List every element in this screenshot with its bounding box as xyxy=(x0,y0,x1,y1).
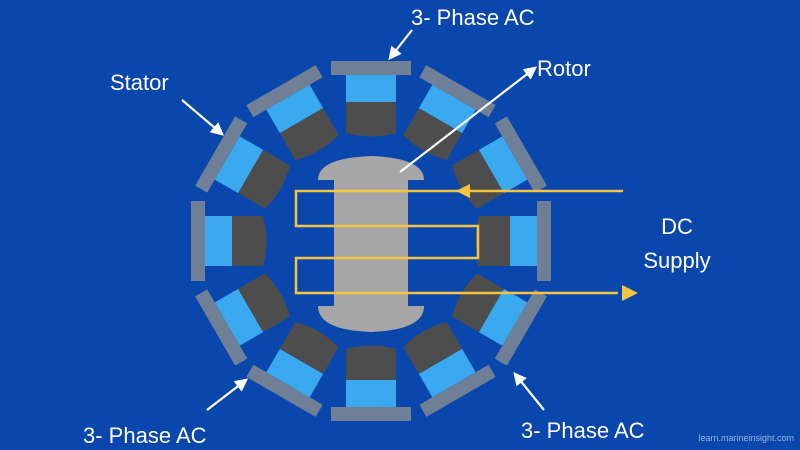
stator-frame-segment xyxy=(494,116,547,193)
stator-frame-segment xyxy=(195,289,248,366)
arrow-rotor xyxy=(399,66,538,173)
rotor-pole-bottom xyxy=(318,306,424,332)
stator-frame-segment xyxy=(419,65,496,118)
stator-pole-shoe xyxy=(238,149,290,209)
stator-pole xyxy=(191,201,267,281)
arrow-stator xyxy=(181,99,225,136)
stator-pole xyxy=(475,201,551,281)
stator-frame-segment xyxy=(537,201,551,281)
arrow-phase-top xyxy=(388,29,413,61)
rotor-pole-top xyxy=(318,156,424,180)
stator-winding xyxy=(214,136,264,194)
stator-pole-shoe xyxy=(346,345,396,380)
stator-frame-segment xyxy=(331,61,411,75)
dc-output-arrowhead xyxy=(622,285,638,301)
label-arrows xyxy=(181,29,545,411)
rotor xyxy=(318,156,424,332)
winding-loop xyxy=(294,189,618,295)
stator-winding xyxy=(346,380,396,407)
stator-pole xyxy=(246,322,339,417)
stator-winding xyxy=(418,84,476,134)
stator-pole xyxy=(403,65,496,160)
stator-winding xyxy=(510,216,537,266)
stator-winding xyxy=(478,136,528,194)
rotor-body xyxy=(334,175,408,325)
stator-pole-shoe xyxy=(232,216,267,266)
stator-winding xyxy=(346,75,396,102)
stator-frame-segment xyxy=(419,364,496,417)
stator-frame-segment xyxy=(246,65,323,118)
dc-field-winding xyxy=(294,184,638,301)
label-phase-bottom-right: 3- Phase AC xyxy=(521,418,645,443)
stator-pole xyxy=(331,345,411,421)
stator-pole xyxy=(195,116,290,209)
stator-winding xyxy=(205,216,232,266)
stator-pole xyxy=(246,65,339,160)
stator-pole-shoe xyxy=(403,322,463,374)
watermark: learn.marineinsight.com xyxy=(698,433,794,443)
stator-pole-shoe xyxy=(346,102,396,137)
stator-pole xyxy=(331,61,411,137)
stator-pole-shoe xyxy=(475,216,510,266)
label-dc-supply: DC Supply xyxy=(632,210,722,278)
stator-frame-segment xyxy=(331,407,411,421)
label-dc-line2: Supply xyxy=(643,248,711,273)
stator-pole-shoe xyxy=(452,273,504,333)
stator-frame-segment xyxy=(494,289,547,366)
stator-pole xyxy=(403,322,496,417)
label-stator: Stator xyxy=(110,70,169,95)
stator-winding xyxy=(266,348,324,398)
stator-frame-segment xyxy=(195,116,248,193)
label-rotor: Rotor xyxy=(537,56,591,81)
stator-pole xyxy=(452,273,547,366)
stator-winding xyxy=(478,288,528,346)
label-phase-top: 3- Phase AC xyxy=(411,5,535,30)
label-dc-line1: DC xyxy=(661,214,693,239)
stator-frame-segment xyxy=(246,364,323,417)
label-phase-bottom-left: 3- Phase AC xyxy=(83,423,207,448)
stator-pole xyxy=(195,273,290,366)
arrow-phase-bottom-right xyxy=(513,371,545,411)
stator-frame-segment xyxy=(191,201,205,281)
stator-winding xyxy=(266,84,324,134)
stator-winding xyxy=(418,348,476,398)
stator-pole-shoe xyxy=(238,273,290,333)
stator-pole-shoe xyxy=(403,108,463,160)
stator-winding xyxy=(214,288,264,346)
stator-pole-shoe xyxy=(279,108,339,160)
stator-pole-shoe xyxy=(279,322,339,374)
arrow-phase-bottom-left xyxy=(206,378,249,411)
